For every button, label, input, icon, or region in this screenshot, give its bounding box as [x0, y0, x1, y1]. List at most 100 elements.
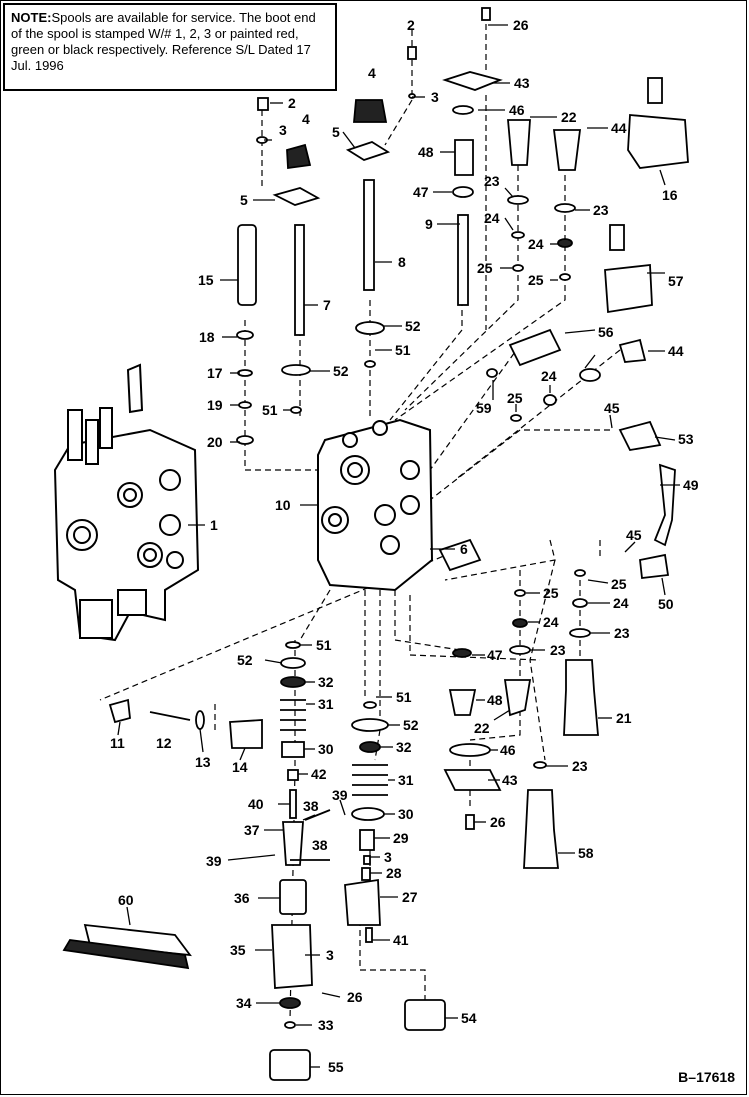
note-label: NOTE:: [11, 10, 52, 25]
callout-29: 29: [393, 830, 409, 846]
callout-34: 34: [236, 995, 252, 1011]
callout-52: 52: [405, 318, 421, 334]
callout-46: 46: [509, 102, 525, 118]
callout-24: 24: [541, 368, 557, 384]
callout-52: 52: [333, 363, 349, 379]
callout-14: 14: [232, 759, 248, 775]
callout-54: 54: [461, 1010, 477, 1026]
callout-7: 7: [323, 297, 331, 313]
callout-37: 37: [244, 822, 260, 838]
note-text: Spools are available for service. The bo…: [11, 10, 316, 73]
callout-44: 44: [611, 120, 627, 136]
callout-23: 23: [572, 758, 588, 774]
callout-10: 10: [275, 497, 291, 513]
callout-39: 39: [206, 853, 222, 869]
callout-36: 36: [234, 890, 250, 906]
parts-shapes: [62, 7, 689, 1081]
callout-21: 21: [616, 710, 632, 726]
callout-46: 46: [500, 742, 516, 758]
callout-23: 23: [614, 625, 630, 641]
callout-2: 2: [407, 17, 415, 33]
callout-23: 23: [593, 202, 609, 218]
callout-25: 25: [543, 585, 559, 601]
callout-22: 22: [474, 720, 490, 736]
callout-47: 47: [487, 647, 503, 663]
callout-25: 25: [528, 272, 544, 288]
callout-23: 23: [484, 173, 500, 189]
callout-51: 51: [395, 342, 411, 358]
service-note: NOTE:Spools are available for service. T…: [3, 3, 337, 91]
callout-25: 25: [611, 576, 627, 592]
callout-24: 24: [543, 614, 559, 630]
callout-6: 6: [460, 541, 468, 557]
callout-16: 16: [662, 187, 678, 203]
callout-38: 38: [312, 837, 328, 853]
callout-42: 42: [311, 766, 327, 782]
callout-51: 51: [262, 402, 278, 418]
callout-23: 23: [550, 642, 566, 658]
callout-17: 17: [207, 365, 223, 381]
callout-26: 26: [490, 814, 506, 830]
callout-45: 45: [604, 400, 620, 416]
callout-35: 35: [230, 942, 246, 958]
callout-13: 13: [195, 754, 211, 770]
callout-26: 26: [513, 17, 529, 33]
callout-22: 22: [561, 109, 577, 125]
callout-48: 48: [487, 692, 503, 708]
callout-52: 52: [237, 652, 253, 668]
callout-43: 43: [502, 772, 518, 788]
callout-24: 24: [484, 210, 500, 226]
callout-4: 4: [302, 111, 310, 127]
document-id: B–17618: [678, 1069, 735, 1085]
callout-9: 9: [425, 216, 433, 232]
callout-3: 3: [384, 849, 392, 865]
callout-20: 20: [207, 434, 223, 450]
callout-30: 30: [318, 741, 334, 757]
callout-51: 51: [316, 637, 332, 653]
callout-24: 24: [613, 595, 629, 611]
callout-48: 48: [418, 144, 434, 160]
callout-25: 25: [477, 260, 493, 276]
callout-57: 57: [668, 273, 684, 289]
callout-2: 2: [288, 95, 296, 111]
callout-18: 18: [199, 329, 215, 345]
callout-28: 28: [386, 865, 402, 881]
callout-44: 44: [668, 343, 684, 359]
callout-38: 38: [303, 798, 319, 814]
callout-32: 32: [396, 739, 412, 755]
callout-45: 45: [626, 527, 642, 543]
callout-3: 3: [326, 947, 334, 963]
callout-55: 55: [328, 1059, 344, 1075]
callout-5: 5: [240, 192, 248, 208]
callout-leaders: [117, 24, 680, 1068]
callout-1: 1: [210, 517, 218, 533]
callout-24: 24: [528, 236, 544, 252]
callout-25: 25: [507, 390, 523, 406]
valve-assembly-main: [53, 363, 200, 642]
callout-26: 26: [347, 989, 363, 1005]
callout-60: 60: [118, 892, 134, 908]
callout-50: 50: [658, 596, 674, 612]
callout-31: 31: [318, 696, 334, 712]
callout-31: 31: [398, 772, 414, 788]
callout-41: 41: [393, 932, 409, 948]
callout-32: 32: [318, 674, 334, 690]
callout-3: 3: [431, 89, 439, 105]
callout-11: 11: [110, 735, 125, 751]
callout-59: 59: [476, 400, 492, 416]
callout-19: 19: [207, 397, 223, 413]
callout-8: 8: [398, 254, 406, 270]
callout-4: 4: [368, 65, 376, 81]
callout-27: 27: [402, 889, 418, 905]
callout-15: 15: [198, 272, 214, 288]
callout-numbers: 1 2 2 3 3 3 3 4 4 5 5 6 7 8 9 10 11 12 1…: [110, 17, 699, 1075]
callout-51: 51: [396, 689, 412, 705]
callout-58: 58: [578, 845, 594, 861]
callout-40: 40: [248, 796, 264, 812]
callout-12: 12: [156, 735, 172, 751]
callout-53: 53: [678, 431, 694, 447]
callout-43: 43: [514, 75, 530, 91]
callout-56: 56: [598, 324, 614, 340]
